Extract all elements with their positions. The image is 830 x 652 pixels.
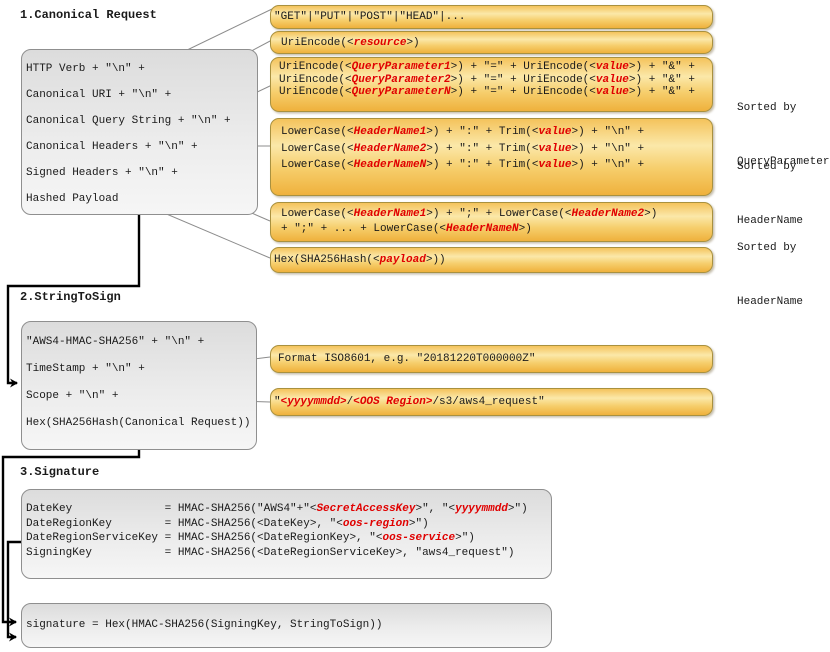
code-line: SigningKey = HMAC-SHA256(<DateRegionServ…: [26, 546, 515, 559]
code-line: UriEncode(<QueryParameterN>) + "=" + Uri…: [279, 86, 695, 98]
code-line: "<yyyymmdd>/<OOS Region>/s3/aws4_request…: [274, 396, 545, 408]
code-line: UriEncode(<resource>): [281, 37, 420, 49]
sorted-by-headername-note-1: Sorted by HeaderName: [737, 122, 803, 266]
note-line: Sorted by: [737, 161, 797, 173]
code-line: TimeStamp + "\n" +: [26, 363, 145, 375]
http-verb-callout: "GET"|"PUT"|"POST"|"HEAD"|...: [270, 5, 713, 29]
canonical-query-string-callout: UriEncode(<QueryParameter1>) + "=" + Uri…: [270, 57, 713, 112]
canonical-uri-callout: UriEncode(<resource>): [270, 31, 713, 54]
code-line: Format ISO8601, e.g. "20181220T000000Z": [278, 353, 536, 365]
scope-format-callout: "<yyyymmdd>/<OOS Region>/s3/aws4_request…: [270, 388, 713, 416]
code-line: Canonical Headers + "\n" +: [26, 141, 198, 153]
code-line: "AWS4-HMAC-SHA256" + "\n" +: [26, 336, 205, 348]
code-line: Hashed Payload: [26, 193, 119, 205]
code-line: LowerCase(<HeaderNameN>) + ":" + Trim(<v…: [281, 159, 645, 171]
code-line: Signed Headers + "\n" +: [26, 167, 178, 179]
code-line: Hex(SHA256Hash(Canonical Request)): [26, 417, 251, 429]
section-title-signature: 3.Signature: [20, 465, 100, 479]
note-line: Sorted by: [737, 102, 797, 114]
canonical-headers-callout: LowerCase(<HeaderName1>) + ":" + Trim(<v…: [270, 118, 713, 196]
code-line: LowerCase(<HeaderName1>) + ";" + LowerCa…: [281, 208, 658, 220]
stringtosign-box: "AWS4-HMAC-SHA256" + "\n" + TimeStamp + "…: [21, 321, 257, 450]
note-line: HeaderName: [737, 215, 804, 227]
code-line: Canonical Query String + "\n" +: [26, 115, 231, 127]
code-line: signature = Hex(HMAC-SHA256(SigningKey, …: [26, 619, 383, 631]
sorted-by-headername-note-2: Sorted by HeaderName: [737, 203, 803, 347]
flow-arrows: [1, 215, 141, 642]
code-line: DateKey = HMAC-SHA256("AWS4"+"<SecretAcc…: [26, 503, 528, 515]
code-line: DateRegionServiceKey = HMAC-SHA256(<Date…: [26, 532, 475, 544]
hashed-payload-callout: Hex(SHA256Hash(<payload>)): [270, 247, 713, 273]
sorted-by-queryparameter-note: Sorted by QueryParameter: [737, 63, 829, 207]
signed-headers-callout: LowerCase(<HeaderName1>) + ";" + LowerCa…: [270, 202, 713, 242]
code-line: + ";" + ... + LowerCase(<HeaderNameN>): [281, 223, 532, 235]
note-line: HeaderName: [737, 296, 804, 308]
code-line: Hex(SHA256Hash(<payload>)): [274, 254, 446, 266]
code-line: LowerCase(<HeaderName1>) + ":" + Trim(<v…: [281, 126, 645, 138]
signature-result-box: signature = Hex(HMAC-SHA256(SigningKey, …: [21, 603, 552, 648]
code-line: LowerCase(<HeaderName2>) + ":" + Trim(<v…: [281, 142, 645, 155]
code-line: UriEncode(<QueryParameter1>) + "=" + Uri…: [279, 61, 695, 73]
code-line: UriEncode(<QueryParameter2>) + "=" + Uri…: [279, 73, 695, 86]
code-line: Scope + "\n" +: [26, 390, 119, 402]
signing-key-derivation-box: DateKey = HMAC-SHA256("AWS4"+"<SecretAcc…: [21, 489, 552, 579]
code-line: "GET"|"PUT"|"POST"|"HEAD"|...: [274, 11, 466, 23]
note-line: Sorted by: [737, 242, 797, 254]
canonical-request-box: HTTP Verb + "\n" + Canonical URI + "\n" +…: [21, 49, 258, 215]
code-line: HTTP Verb + "\n" +: [26, 63, 145, 75]
timestamp-format-callout: Format ISO8601, e.g. "20181220T000000Z": [270, 345, 713, 373]
code-line: Canonical URI + "\n" +: [26, 89, 172, 101]
note-line: QueryParameter: [737, 156, 830, 168]
code-line: DateRegionKey = HMAC-SHA256(<DateKey>, "…: [26, 517, 429, 530]
section-title-stringtosign: 2.StringToSign: [20, 290, 121, 304]
section-title-canonical-request: 1.Canonical Request: [20, 8, 157, 22]
